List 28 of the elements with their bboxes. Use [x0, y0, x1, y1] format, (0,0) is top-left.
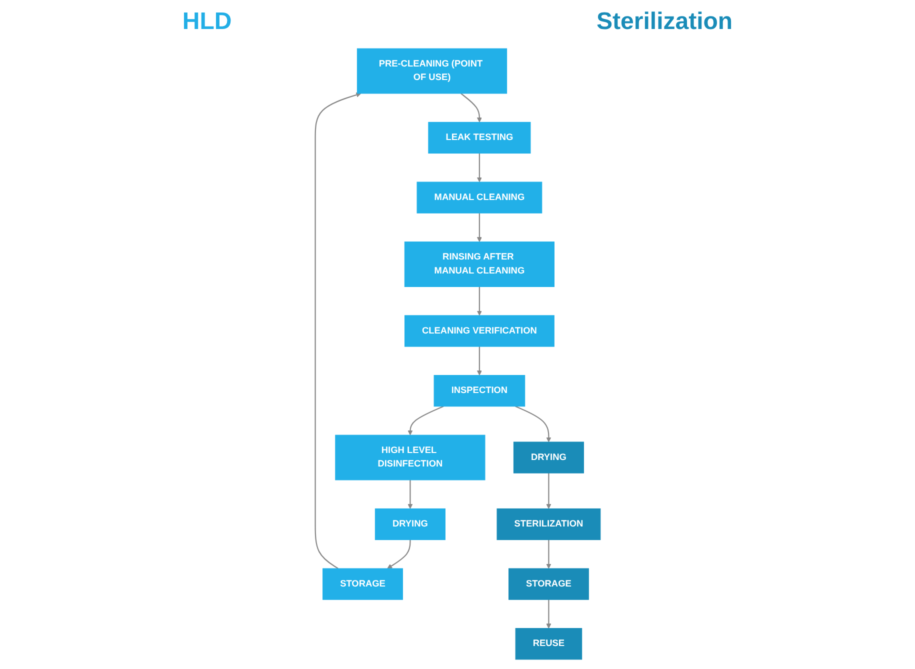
node-box: MANUAL CLEANING	[416, 182, 542, 214]
arrow	[546, 473, 551, 509]
node-box: INSPECTION	[433, 375, 525, 407]
arrow	[514, 406, 551, 442]
arrow	[476, 286, 482, 316]
node-box: RINSING AFTER MANUAL CLEANING	[404, 242, 554, 287]
node-box: STORAGE	[322, 568, 403, 600]
arrow	[546, 540, 551, 569]
arrow	[314, 92, 361, 570]
arrow	[460, 93, 482, 122]
node-box: STORAGE	[508, 568, 589, 600]
arrow	[407, 406, 444, 436]
node-box: DRYING	[513, 442, 584, 474]
node-box: PRE-CLEANING (POINT OF USE)	[356, 48, 507, 94]
section-heading: Sterilization	[596, 8, 733, 36]
section-heading: HLD	[182, 8, 232, 36]
arrow	[476, 213, 482, 242]
arrow	[546, 600, 551, 629]
node-box: CLEANING VERIFICATION	[404, 315, 554, 347]
node-box: LEAK TESTING	[428, 122, 530, 154]
node-box: HIGH LEVEL DISINFECTION	[334, 434, 485, 480]
arrow	[476, 153, 482, 182]
arrow	[407, 480, 412, 509]
arrow	[476, 346, 482, 376]
node-box: STERILIZATION	[496, 508, 600, 540]
node-box: DRYING	[374, 508, 446, 540]
node-box: REUSE	[514, 628, 582, 660]
arrow	[386, 540, 410, 569]
